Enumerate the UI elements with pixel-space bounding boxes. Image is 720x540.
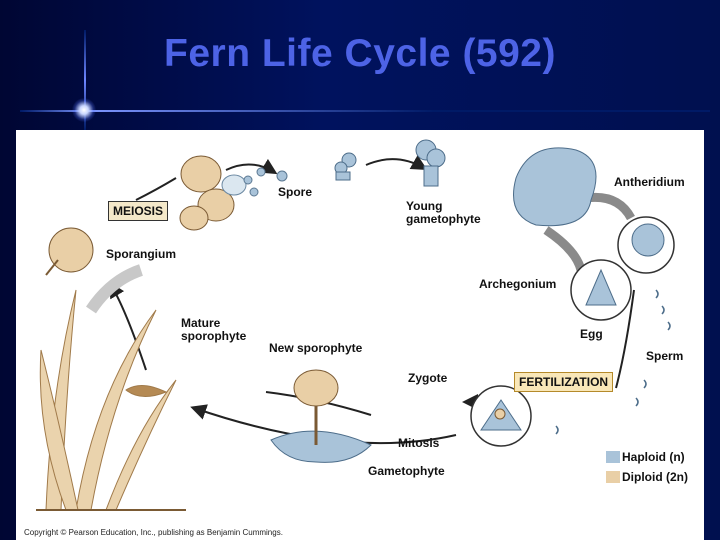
grey-arrow-sporangium [86,264,144,314]
grey-arrow-archegonium [543,226,586,272]
spore-label: Spore [278,185,313,199]
legend-label-haploid: Haploid (n) [622,450,685,464]
sporangium [45,227,94,276]
fertilization-label: FERTILIZATION [514,372,614,392]
mitosis-label: Mitosis [398,436,440,450]
sperm-cells [555,289,671,435]
life-cycle-diagram [36,139,675,511]
arrow-spore-to-gametophyte [225,158,278,175]
mature-sporophyte-label: Mature sporophyte [181,316,247,343]
gametophyte-label: Gametophyte [368,464,445,478]
young-gametophyte [334,139,446,187]
arrow-meiosis [135,177,177,201]
light-flare-icon [72,98,96,122]
antheridium-label: Antheridium [614,175,685,189]
zygote-label: Zygote [408,371,448,385]
slide-title: Fern Life Cycle (592) [164,32,556,75]
sporangia-cluster [179,155,247,231]
new-sporophyte-label: New sporophyte [269,341,363,355]
sperm-label: Sperm [646,349,684,363]
young-gametophyte-label: Young gametophyte [406,199,481,226]
legend-swatch-diploid [606,471,620,483]
decorative-horizontal-line [20,110,710,112]
legend-label-diploid: Diploid (2n) [622,470,688,484]
diagram-panel: MEIOSIS Spore Young gametophyte Antherid… [16,130,704,540]
copyright-credit: Copyright © Pearson Education, Inc., pub… [24,528,283,537]
sporangium-label: Sporangium [106,247,177,261]
arrow-sperm-path [615,289,635,389]
new-sporophyte [270,369,372,463]
mature-sporophyte-fern [36,289,186,511]
spores [243,167,288,197]
meiosis-label: MEIOSIS [108,201,169,221]
arrow-young-to-mature-gametophyte [365,155,428,170]
archegonium-label: Archegonium [479,277,557,291]
decorative-vertical-line [84,30,86,130]
mature-gametophyte [513,147,597,227]
egg-label: Egg [580,327,603,341]
legend-swatch-haploid [606,451,620,463]
